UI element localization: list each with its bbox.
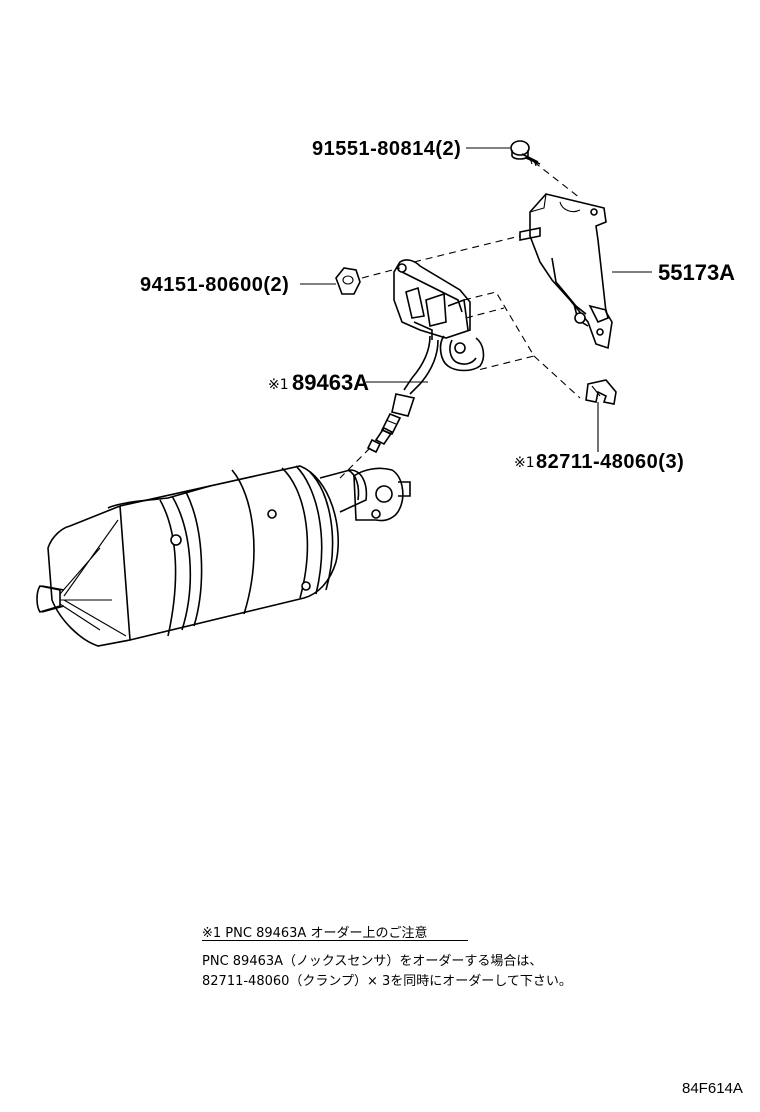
- order-note-line-1: PNC 89463A（ノックスセンサ）をオーダーする場合は、: [202, 954, 543, 969]
- sensor-part-number: 89463A: [292, 370, 369, 395]
- order-note-title: ※1 PNC 89463A オーダー上のご注意: [202, 926, 428, 941]
- assembly-dashed-lines: [339, 161, 581, 479]
- bracket-part: [519, 193, 613, 350]
- figure-code: 84F614A: [682, 1080, 743, 1097]
- clamp-part-number: 82711-48060(3): [536, 451, 684, 473]
- clamp-note-mark: ※1: [514, 455, 535, 471]
- bolt-part-number: 91551-80814(2): [312, 138, 461, 160]
- bracket-part-number: 55173A: [658, 260, 735, 285]
- nut-part: [335, 267, 361, 295]
- order-note-line-2: 82711-48060（クランプ）× 3を同時にオーダーして下さい。: [202, 974, 572, 989]
- clamp-part: [585, 379, 617, 405]
- order-note-underline: [202, 940, 468, 941]
- bolt-part: [510, 140, 541, 167]
- nut-part-number: 94151-80600(2): [140, 274, 289, 296]
- leader-lines: [300, 147, 652, 452]
- catalytic-converter: [36, 465, 411, 647]
- sensor-note-mark: ※1: [268, 377, 289, 393]
- nox-sensor-part: [366, 259, 485, 454]
